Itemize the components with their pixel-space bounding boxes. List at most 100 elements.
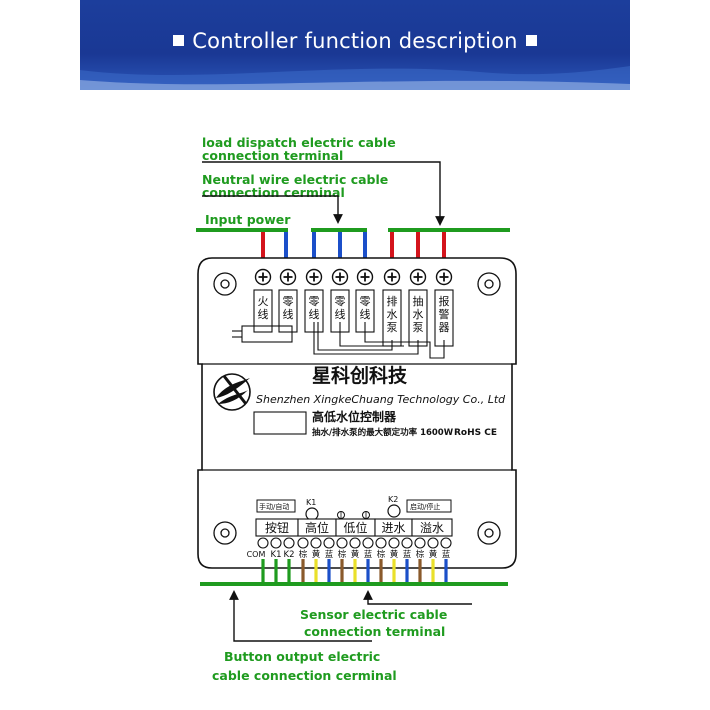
top-terminal: 零线	[330, 268, 350, 333]
k2-button[interactable]	[387, 504, 401, 518]
square-bullet-icon	[525, 35, 537, 46]
terminal-pin-icon[interactable]	[375, 537, 387, 549]
terminal-pin-label: 蓝	[325, 549, 334, 560]
terminal-pin-label: 棕	[377, 549, 386, 560]
product-name: 高低水位控制器	[312, 409, 397, 424]
top-terminal: 零线	[278, 268, 298, 333]
terminal-label: 报警器	[439, 294, 450, 334]
terminal-label: 零线	[309, 295, 320, 321]
display-window	[253, 411, 307, 435]
mount-hole-top-left	[213, 272, 237, 296]
callout-input-power: Input power	[205, 213, 290, 226]
callout-sensor-line1: Sensor electric cable	[300, 607, 448, 622]
mode-left-box	[256, 499, 296, 513]
leader-load	[202, 161, 445, 226]
top-terminal: 排水泵	[382, 268, 402, 347]
terminal-group-label: 低位	[343, 520, 367, 535]
mode-right-label: 启动/停止	[410, 502, 440, 511]
terminal-label: 排水泵	[387, 294, 398, 334]
terminal-pin-icon[interactable]	[362, 537, 374, 549]
callout-button-output: Button output electric cable connection …	[212, 647, 397, 685]
internal-routing-lines	[232, 322, 445, 359]
brand-name-chinese: 星科创科技	[312, 364, 408, 387]
terminal-pin-label: 棕	[299, 549, 308, 560]
terminal-pin-label: 黄	[312, 549, 321, 560]
terminal-pin-label: 黄	[429, 549, 438, 560]
banner-wave-decoration	[80, 66, 630, 90]
bottom-wires	[261, 559, 448, 583]
terminal-pin-label: 棕	[338, 549, 347, 560]
terminal-pin-icon[interactable]	[427, 537, 439, 549]
leader-neutral	[202, 195, 343, 224]
mount-hole-top-right	[477, 272, 501, 296]
k1-label: K1	[306, 498, 316, 507]
power-spec: 抽水/排水泵的最大额定功率 1600W	[312, 427, 454, 438]
callout-load-line1: load dispatch electric cable	[202, 135, 396, 150]
terminal-pin-icon[interactable]	[401, 537, 413, 549]
mount-hole-bottom-right	[477, 521, 501, 545]
top-terminal: 零线	[304, 268, 324, 333]
terminal-group-label: 按钮	[265, 520, 289, 535]
leader-sensor	[363, 590, 472, 605]
terminal-pin-icon[interactable]	[283, 537, 295, 549]
header-banner: Controller function description	[80, 0, 630, 90]
callout-load-line2: connection terminal	[202, 148, 344, 163]
terminal-pin-icon[interactable]	[388, 537, 400, 549]
terminal-pin-icon[interactable]	[323, 537, 335, 549]
leader-button	[229, 590, 372, 642]
callout-sensor: Sensor electric cable connection termina…	[300, 606, 447, 640]
callout-leader-lines	[202, 161, 472, 642]
terminal-label-box	[278, 289, 298, 333]
callout-sensor-line2: connection terminal	[304, 624, 446, 639]
terminal-group-label: 高位	[305, 520, 329, 535]
top-terminal: 报警器	[434, 268, 454, 347]
terminal-pin-label: COM	[247, 550, 266, 559]
terminal-pin-icon[interactable]	[336, 537, 348, 549]
terminal-label: 抽水泵	[413, 294, 424, 334]
terminal-label: 火线	[258, 295, 269, 321]
terminal-group-box	[411, 518, 453, 537]
terminal-label: 零线	[335, 295, 346, 321]
top-terminal: 火线	[253, 268, 273, 333]
terminal-pin-icon[interactable]	[414, 537, 426, 549]
terminal-pin-icon[interactable]	[270, 537, 282, 549]
terminal-group-label: 溢水	[420, 521, 444, 535]
terminal-pin-icon[interactable]	[440, 537, 452, 549]
top-terminal: 抽水泵	[408, 268, 428, 347]
terminal-pin-icon[interactable]	[297, 537, 309, 549]
terminal-pin-label: 蓝	[403, 549, 412, 560]
terminal-pin-label: 蓝	[442, 549, 451, 560]
bottom-terminal-groups: 按钮高位低位进水溢水	[255, 518, 453, 537]
terminal-pin-icon[interactable]	[349, 537, 361, 549]
page-title: Controller function description	[80, 29, 630, 53]
callout-load-dispatch: load dispatch electric cable connection …	[202, 136, 396, 162]
square-bullet-icon	[173, 35, 185, 46]
terminal-pin-icon[interactable]	[257, 537, 269, 549]
terminal-pin-label: 黄	[351, 549, 360, 560]
terminal-label: 零线	[283, 295, 294, 321]
terminal-pin-label: K2	[284, 550, 295, 560]
brand-name-english: Shenzhen XingkeChuang Technology Co., Lt…	[256, 393, 506, 406]
terminal-label: 零线	[360, 295, 371, 321]
k2-label: K2	[388, 495, 398, 504]
terminal-label-box	[253, 289, 273, 333]
page-title-text: Controller function description	[192, 29, 518, 53]
terminal-pin-label: 黄	[390, 549, 399, 560]
terminal-pin-label: K1	[271, 550, 282, 560]
internal-fuse-box	[241, 325, 293, 343]
terminal-pin-label: 蓝	[364, 549, 373, 560]
top-terminal: 零线	[355, 268, 375, 333]
mode-left-label: 手动/自动	[259, 502, 289, 511]
callout-button-line1: Button output electric	[224, 649, 381, 664]
callout-button-line2: cable connection cerminal	[212, 668, 397, 683]
callout-input-power-text: Input power	[205, 212, 291, 227]
top-wires	[261, 232, 446, 258]
callout-neutral-line1: Neutral wire electric cable	[202, 172, 389, 187]
mount-hole-bottom-left	[213, 521, 237, 545]
mode-right-box	[406, 499, 452, 513]
certification-marks: RoHS CE	[454, 428, 497, 438]
terminal-pin-icon[interactable]	[310, 537, 322, 549]
